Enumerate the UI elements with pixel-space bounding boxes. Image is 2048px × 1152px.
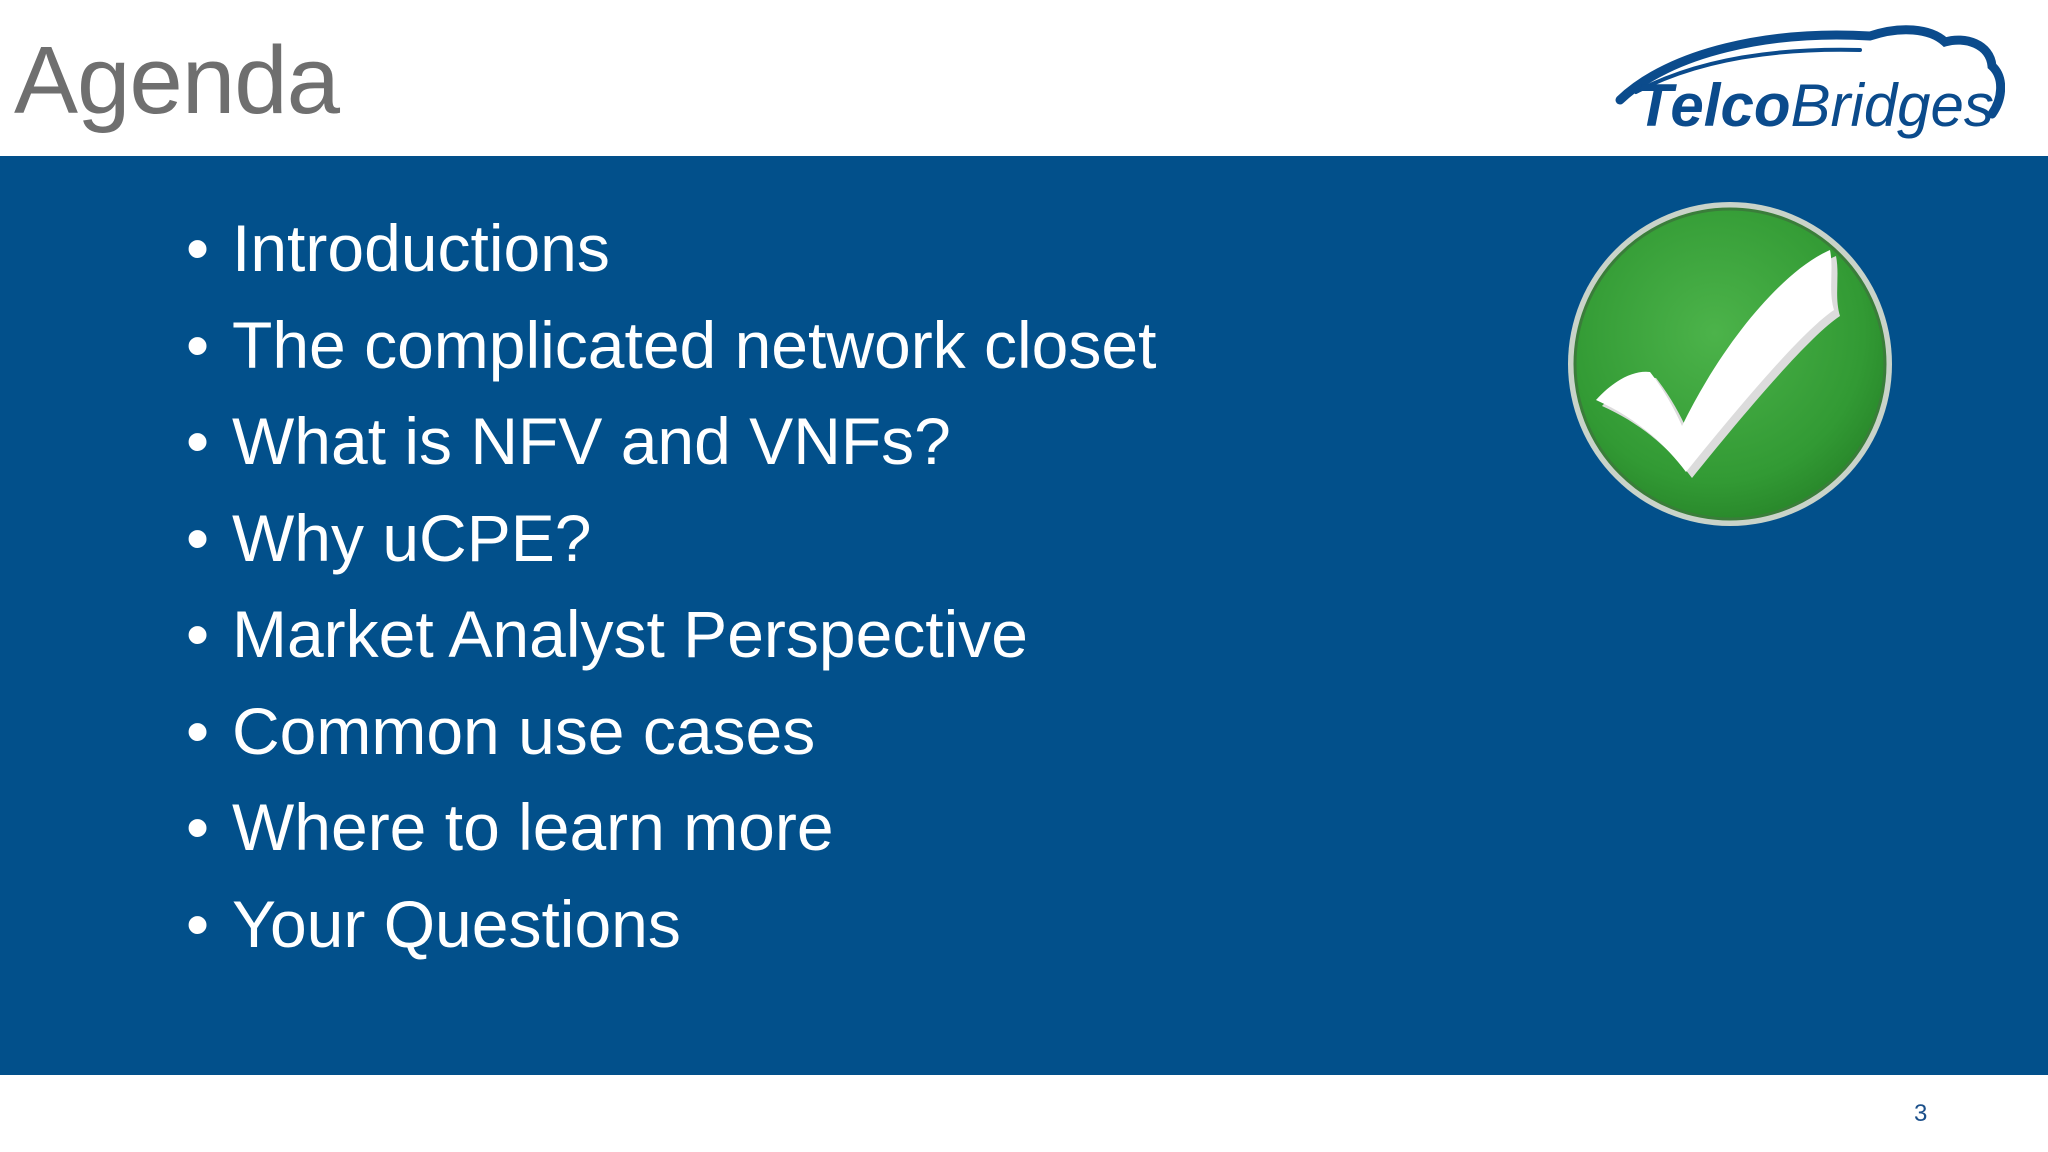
agenda-item: • Market Analyst Perspective bbox=[186, 586, 1156, 683]
bullet: • bbox=[186, 886, 210, 961]
agenda-item-label: Where to learn more bbox=[232, 790, 834, 864]
bullet: • bbox=[186, 404, 210, 478]
page-number: 3 bbox=[1914, 1100, 1928, 1127]
checkmark-icon bbox=[1568, 202, 1892, 526]
svg-text:TelcoBridges: TelcoBridges bbox=[1636, 72, 1994, 139]
agenda-item-label: Why uCPE? bbox=[232, 500, 592, 575]
slide-title: Agenda bbox=[14, 27, 340, 134]
bullet: • bbox=[186, 597, 210, 671]
agenda-list: • Introductions • The complicated network … bbox=[186, 200, 1156, 972]
agenda-item-label: What is NFV and VNFs? bbox=[232, 404, 951, 478]
agenda-item: • The complicated network closet bbox=[186, 297, 1156, 394]
agenda-item: • Introductions bbox=[186, 200, 1156, 297]
agenda-item: • Where to learn more bbox=[186, 779, 1156, 876]
bullet: • bbox=[186, 693, 210, 768]
agenda-item-label: Introductions bbox=[232, 211, 610, 285]
telcobridges-logo: TelcoBridges bbox=[1615, 25, 2005, 139]
bullet: • bbox=[186, 790, 210, 864]
agenda-item: • Your Questions bbox=[186, 876, 1156, 973]
agenda-item-label: Your Questions bbox=[232, 886, 681, 961]
agenda-item-label: The complicated network closet bbox=[232, 307, 1157, 382]
agenda-item-label: Common use cases bbox=[232, 693, 816, 768]
logo-text-telco: Telco bbox=[1636, 72, 1790, 139]
agenda-item-label: Market Analyst Perspective bbox=[232, 597, 1028, 671]
bullet: • bbox=[186, 500, 210, 575]
bullet: • bbox=[186, 307, 210, 382]
agenda-item: • Why uCPE? bbox=[186, 490, 1156, 587]
agenda-item: • What is NFV and VNFs? bbox=[186, 393, 1156, 490]
logo-text-bridges: Bridges bbox=[1790, 72, 1993, 139]
bullet: • bbox=[186, 211, 210, 285]
agenda-item: • Common use cases bbox=[186, 683, 1156, 780]
